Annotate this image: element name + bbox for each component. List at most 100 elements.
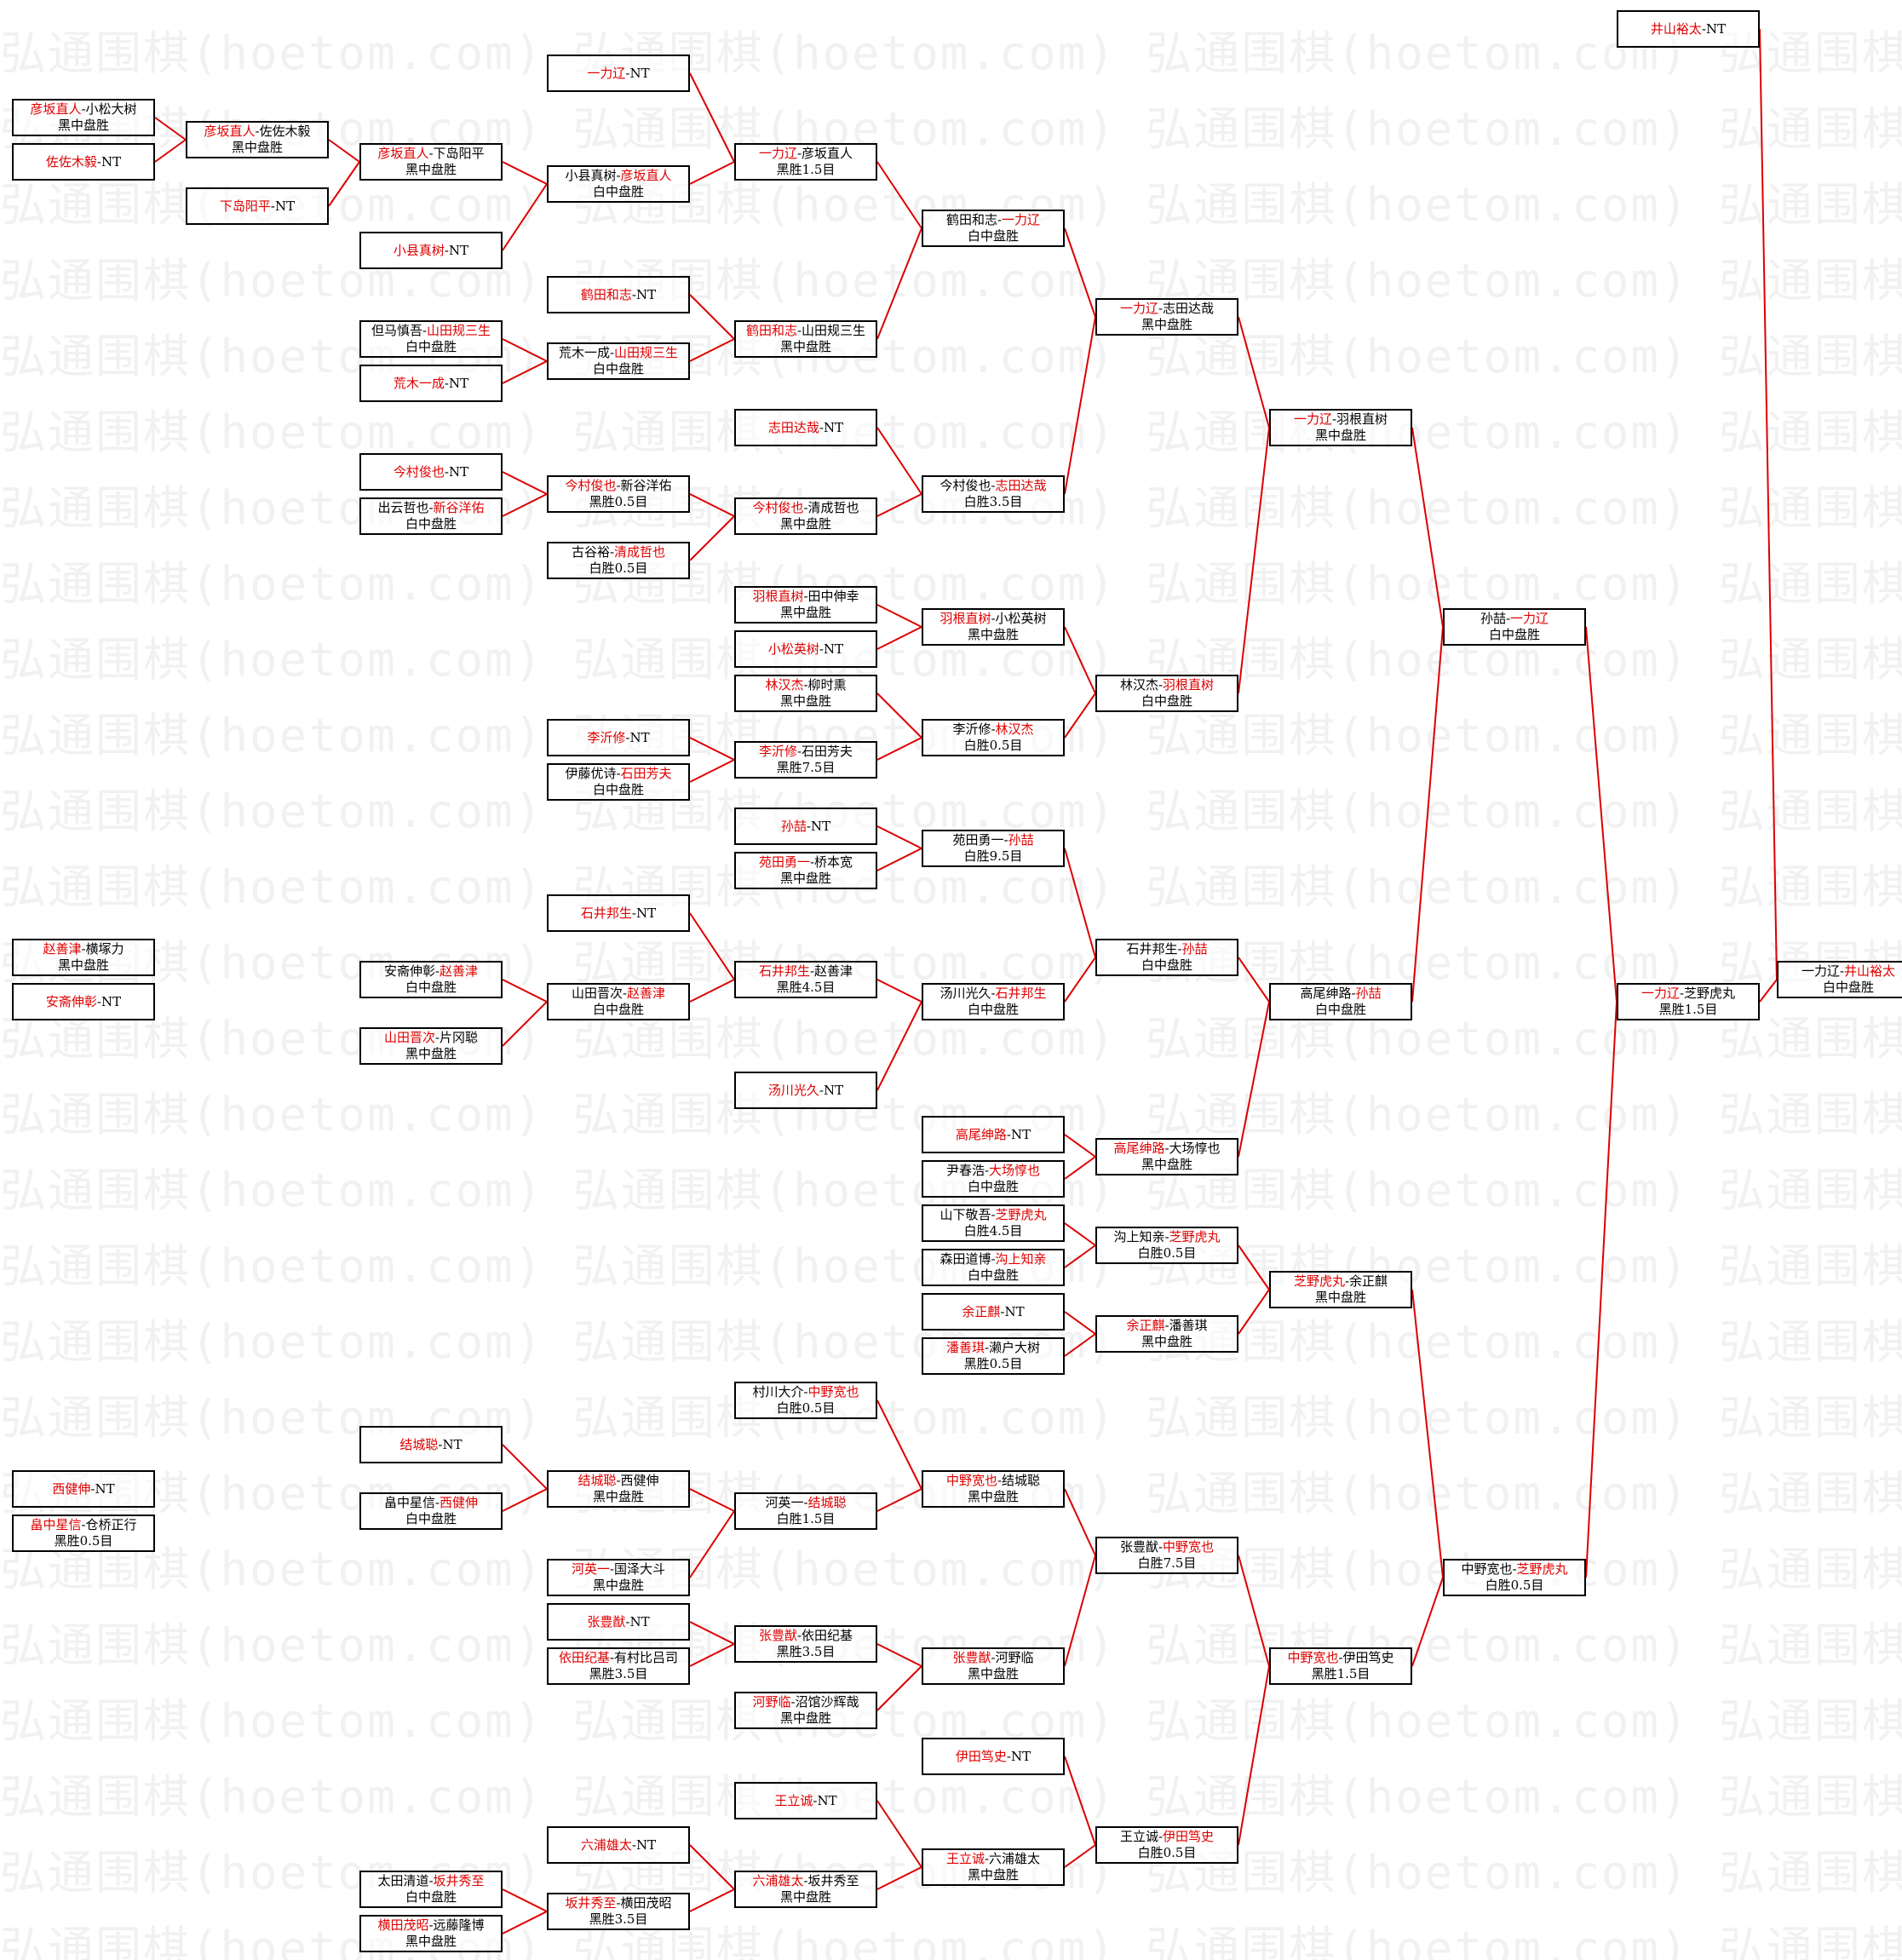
match-result: 黑胜4.5目 [776, 980, 836, 995]
separator: - [609, 345, 615, 360]
player-b: NT [448, 242, 469, 258]
match-result: 白胜1.5目 [776, 1511, 836, 1526]
match-players: 志田达哉-NT [768, 420, 843, 436]
player-b: 柳时熏 [807, 677, 847, 693]
player-a: 王立诚 [774, 1792, 813, 1808]
match-players: 张豊猷-NT [587, 1614, 649, 1630]
player-b: 芝野虎丸 [1516, 1561, 1568, 1577]
player-b: 石田芳夫 [802, 744, 853, 759]
match-box: 荒木一成-NT [359, 365, 503, 402]
player-a: 石井邦生 [1126, 941, 1178, 957]
match-box: 尹春浩-大场惇也白中盘胜 [922, 1160, 1065, 1198]
player-a: 山田晋次 [571, 986, 623, 1001]
match-box: 河英一-结城聪白胜1.5目 [734, 1492, 877, 1530]
player-a: 张豊猷 [758, 1628, 797, 1643]
bracket-connector [502, 471, 548, 495]
player-a: 一力辽 [1293, 411, 1332, 427]
match-result: 白中盘胜 [1822, 980, 1874, 995]
player-a: 汤川光久 [767, 1082, 819, 1098]
match-players: 今村俊也-清成哲也 [752, 500, 859, 516]
match-players: 高尾绅路-大场惇也 [1113, 1141, 1220, 1157]
separator: - [625, 1613, 630, 1630]
separator: - [1331, 411, 1337, 427]
match-players: 汤川光久-石井邦生 [940, 986, 1046, 1002]
player-b: 小松英树 [995, 611, 1047, 626]
match-box: 余正麒-潘善琪黑中盘胜 [1095, 1315, 1238, 1353]
match-players: 石井邦生-孙喆 [1126, 941, 1207, 957]
match-players: 彦坂直人-佐佐木毅 [204, 124, 310, 140]
separator: - [806, 818, 811, 834]
player-b: 林汉杰 [995, 721, 1034, 737]
match-players: 王立诚-六浦雄太 [946, 1851, 1040, 1867]
match-result: 黑胜0.5目 [54, 1533, 113, 1549]
bracket-connector [876, 161, 922, 229]
player-b: 彦坂直人 [620, 168, 672, 183]
bracket-connector [876, 737, 922, 761]
player-b: 中野宽也 [1163, 1539, 1215, 1555]
player-b: NT [823, 641, 844, 657]
player-b: 结城聪 [807, 1495, 847, 1510]
player-a: 王立诚 [945, 1851, 985, 1866]
bracket-connector [1064, 1488, 1096, 1556]
player-b: 西健伸 [620, 1473, 659, 1488]
player-b: 小松大树 [85, 101, 137, 117]
player-a: 畠中星信 [30, 1517, 82, 1532]
match-players: 一力辽-井山裕太 [1801, 963, 1895, 980]
separator: - [803, 500, 808, 515]
bracket-connector [689, 1488, 735, 1512]
player-a: 一力辽 [1801, 963, 1840, 979]
match-result: 白胜0.5目 [1137, 1845, 1197, 1860]
match-players: 结城聪-NT [399, 1437, 462, 1453]
match-result: 白胜4.5目 [963, 1223, 1023, 1239]
match-players: 苑田勇一-孙喆 [952, 832, 1033, 848]
match-result: 白中盘胜 [405, 1511, 457, 1526]
match-box: 李沂修-NT [547, 719, 690, 756]
bracket-connector [876, 227, 922, 340]
player-b: NT [101, 153, 122, 170]
separator: - [796, 323, 802, 338]
match-players: 六浦雄太-NT [581, 1837, 656, 1854]
match-players: 今村俊也-NT [394, 464, 468, 480]
match-players: 苑田勇一-桥本宽 [759, 854, 853, 871]
match-box: 山田晋次-赵善津白中盘胜 [547, 983, 690, 1020]
match-players: 河英一-国泽大斗 [572, 1561, 665, 1578]
player-b: 远藤隆博 [433, 1917, 485, 1933]
match-result: 白中盘胜 [1314, 1002, 1366, 1017]
player-b: 横塚力 [85, 941, 124, 957]
match-players: 孙喆-一力辽 [1480, 611, 1549, 627]
player-a: 安斋伸彰 [45, 993, 97, 1009]
match-box: 芝野虎丸-余正麒黑中盘胜 [1269, 1271, 1412, 1308]
separator: - [796, 1628, 802, 1643]
separator: - [444, 463, 449, 480]
bracket-connector [689, 72, 735, 163]
match-result: 黑中盘胜 [1314, 428, 1366, 443]
match-result: 白胜0.5目 [1137, 1245, 1197, 1261]
match-players: 余正麒-NT [962, 1304, 1024, 1320]
separator: - [813, 1792, 818, 1808]
match-result: 白胜0.5目 [589, 560, 648, 576]
bracket-connector [689, 515, 735, 561]
player-b: NT [1010, 1126, 1031, 1142]
bracket-connector [689, 1643, 735, 1667]
match-players: 孙喆-NT [781, 819, 830, 835]
match-players: 李沂修-林汉杰 [952, 721, 1033, 738]
match-players: 彦坂直人-下岛阳平 [377, 146, 484, 162]
match-result: 白中盘胜 [592, 1002, 644, 1017]
match-box: 彦坂直人-佐佐木毅黑中盘胜 [186, 121, 329, 158]
match-players: 小县真树-彦坂直人 [565, 168, 671, 184]
match-result: 白中盘胜 [592, 361, 644, 376]
match-result: 白胜0.5目 [963, 738, 1023, 753]
player-a: 河英一 [765, 1495, 804, 1510]
match-players: 今村俊也-新谷洋佑 [565, 478, 671, 494]
match-players: 林汉杰-羽根直树 [1120, 677, 1214, 693]
bracket-connector [689, 759, 735, 783]
bracket-connector [876, 604, 922, 628]
match-players: 西健伸-NT [52, 1481, 114, 1497]
bracket-connector [1585, 626, 1618, 1003]
player-a: 汤川光久 [940, 986, 991, 1001]
match-box: 坂井秀至-横田茂昭黑胜3.5目 [547, 1893, 690, 1930]
match-box: 一力辽-芝野虎丸黑胜1.5目 [1617, 983, 1760, 1020]
separator: - [1679, 986, 1685, 1001]
match-players: 高尾绅路-NT [956, 1127, 1031, 1143]
bracket-connector [1759, 28, 1778, 980]
